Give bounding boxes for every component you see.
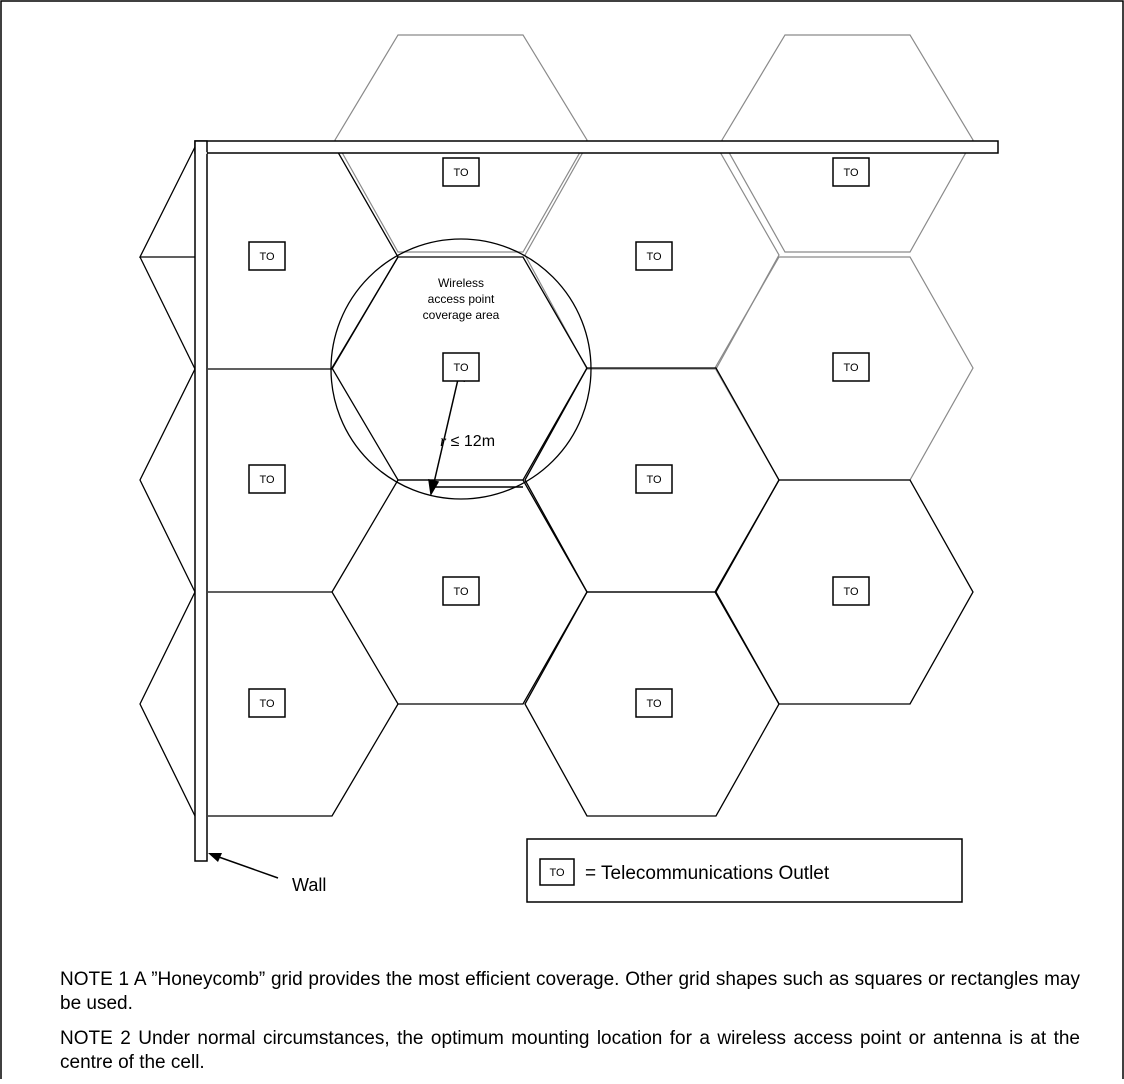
note-1: NOTE 1 A ”Honeycomb” grid provides the m… (60, 969, 1080, 1014)
coverage-label-line: access point (428, 292, 495, 306)
legend: TO = Telecommunications Outlet (526, 838, 963, 903)
legend-box (526, 838, 963, 903)
outlet: TO (832, 352, 870, 382)
outlet: TO (635, 688, 673, 718)
hex-cell (334, 34, 588, 253)
wall (194, 140, 999, 862)
outlet: TO (832, 576, 870, 606)
coverage-label-line: Wireless (438, 276, 484, 290)
svg-text:TO: TO (453, 167, 469, 179)
svg-text:TO: TO (646, 474, 662, 486)
wall-hex-edge (139, 256, 196, 370)
legend-symbol-text: TO (549, 867, 565, 879)
svg-text:TO: TO (843, 362, 859, 374)
outlet: TO (832, 157, 870, 187)
wall-horizontal (194, 140, 999, 154)
hex-cell (714, 479, 974, 705)
svg-text:TO: TO (259, 474, 275, 486)
arrow-head-icon (208, 853, 222, 862)
outlet: TO (248, 241, 286, 271)
note-2: NOTE 2 Under normal circumstances, the o… (60, 1028, 1080, 1073)
outlet: TO (635, 464, 673, 494)
hex-cell (721, 34, 974, 253)
radius-arrow (428, 363, 523, 497)
svg-text:TO: TO (843, 586, 859, 598)
svg-text:TO: TO (453, 586, 469, 598)
wall-vertical (194, 140, 208, 862)
wall-label: Wall (208, 853, 326, 895)
hex-edge (208, 256, 399, 370)
svg-text:TO: TO (453, 362, 469, 374)
hex-edge (208, 703, 399, 817)
wall-label-text: Wall (292, 875, 326, 895)
legend-text: = Telecommunications Outlet (585, 863, 830, 884)
outlet: TO (248, 464, 286, 494)
wall-hex-edge (139, 368, 196, 593)
svg-text:TO: TO (646, 698, 662, 710)
radius-label: r ≤ 12m (440, 433, 495, 450)
legend-outlet-symbol (539, 858, 575, 886)
coverage-label-line: coverage area (423, 308, 500, 322)
coverage-circle (330, 238, 592, 500)
outlets: TO TO TO TO TO TO TO TO TO TO TO TO (248, 157, 870, 718)
wall-hex-edge (139, 591, 196, 817)
svg-text:TO: TO (646, 251, 662, 263)
svg-text:TO: TO (259, 251, 275, 263)
svg-text:TO: TO (259, 698, 275, 710)
outlet: TO (248, 688, 286, 718)
outlet: TO (442, 576, 480, 606)
outlet: TO (442, 352, 480, 382)
outlet: TO (635, 241, 673, 271)
coverage-area-label: Wireless access point coverage area (423, 276, 500, 322)
outlet: TO (442, 157, 480, 187)
wall-hex-edge (138, 146, 196, 258)
svg-text:TO: TO (843, 167, 859, 179)
